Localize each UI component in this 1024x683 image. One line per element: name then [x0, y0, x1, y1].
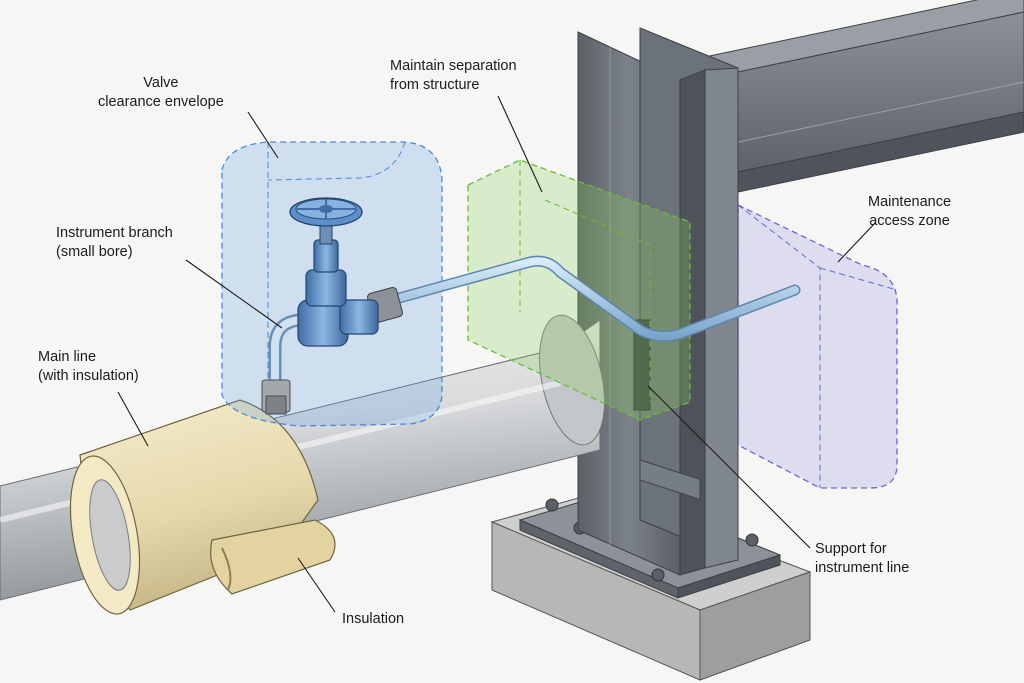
leader-maintenance-access: [837, 221, 877, 263]
overhead-beam: [699, 0, 1024, 201]
leader-insulation: [297, 557, 336, 613]
label-maintain-separation-line1: Maintain separation: [390, 58, 517, 74]
leader-separation: [497, 95, 543, 193]
label-insulation-line1: Insulation: [342, 611, 405, 627]
steel-column: [577, 27, 739, 576]
leader-support: [647, 385, 811, 549]
instrument-tubing: [268, 255, 801, 399]
label-support-line1: Support for: [815, 541, 887, 557]
leader-instrument-branch: [185, 259, 283, 329]
label-maintenance-access: Maintenance access zone: [868, 193, 951, 231]
label-insulation: Insulation: [342, 610, 404, 629]
label-maintenance-access-line1: Maintenance: [868, 194, 952, 210]
label-support: Support for instrument line: [815, 540, 909, 578]
insulation-jacket: [69, 399, 336, 615]
label-maintain-separation-line2: from structure: [390, 77, 480, 93]
label-valve-clearance: Valve clearance envelope: [98, 74, 224, 112]
label-valve-clearance-line1: Valve: [143, 75, 179, 91]
label-maintenance-access-line2: access zone: [869, 213, 950, 229]
label-main-line: Main line (with insulation): [38, 348, 139, 386]
label-main-line-line1: Main line: [38, 349, 97, 365]
label-main-line-line2: (with insulation): [38, 368, 139, 384]
leader-main-line: [117, 391, 149, 447]
leader-lines: [117, 95, 877, 613]
maintenance-access-zone: [737, 203, 898, 489]
label-maintain-separation: Maintain separation from structure: [390, 57, 517, 95]
instrument-valve: [289, 197, 379, 347]
label-instrument-branch: Instrument branch (small bore): [56, 224, 173, 262]
leader-valve-clearance: [247, 111, 279, 159]
instrument-support-bracket: [633, 319, 701, 501]
label-valve-clearance-line2: clearance envelope: [98, 94, 224, 110]
label-instrument-branch-line2: (small bore): [56, 244, 133, 260]
label-support-line2: instrument line: [815, 560, 910, 576]
label-instrument-branch-line1: Instrument branch: [56, 225, 173, 241]
